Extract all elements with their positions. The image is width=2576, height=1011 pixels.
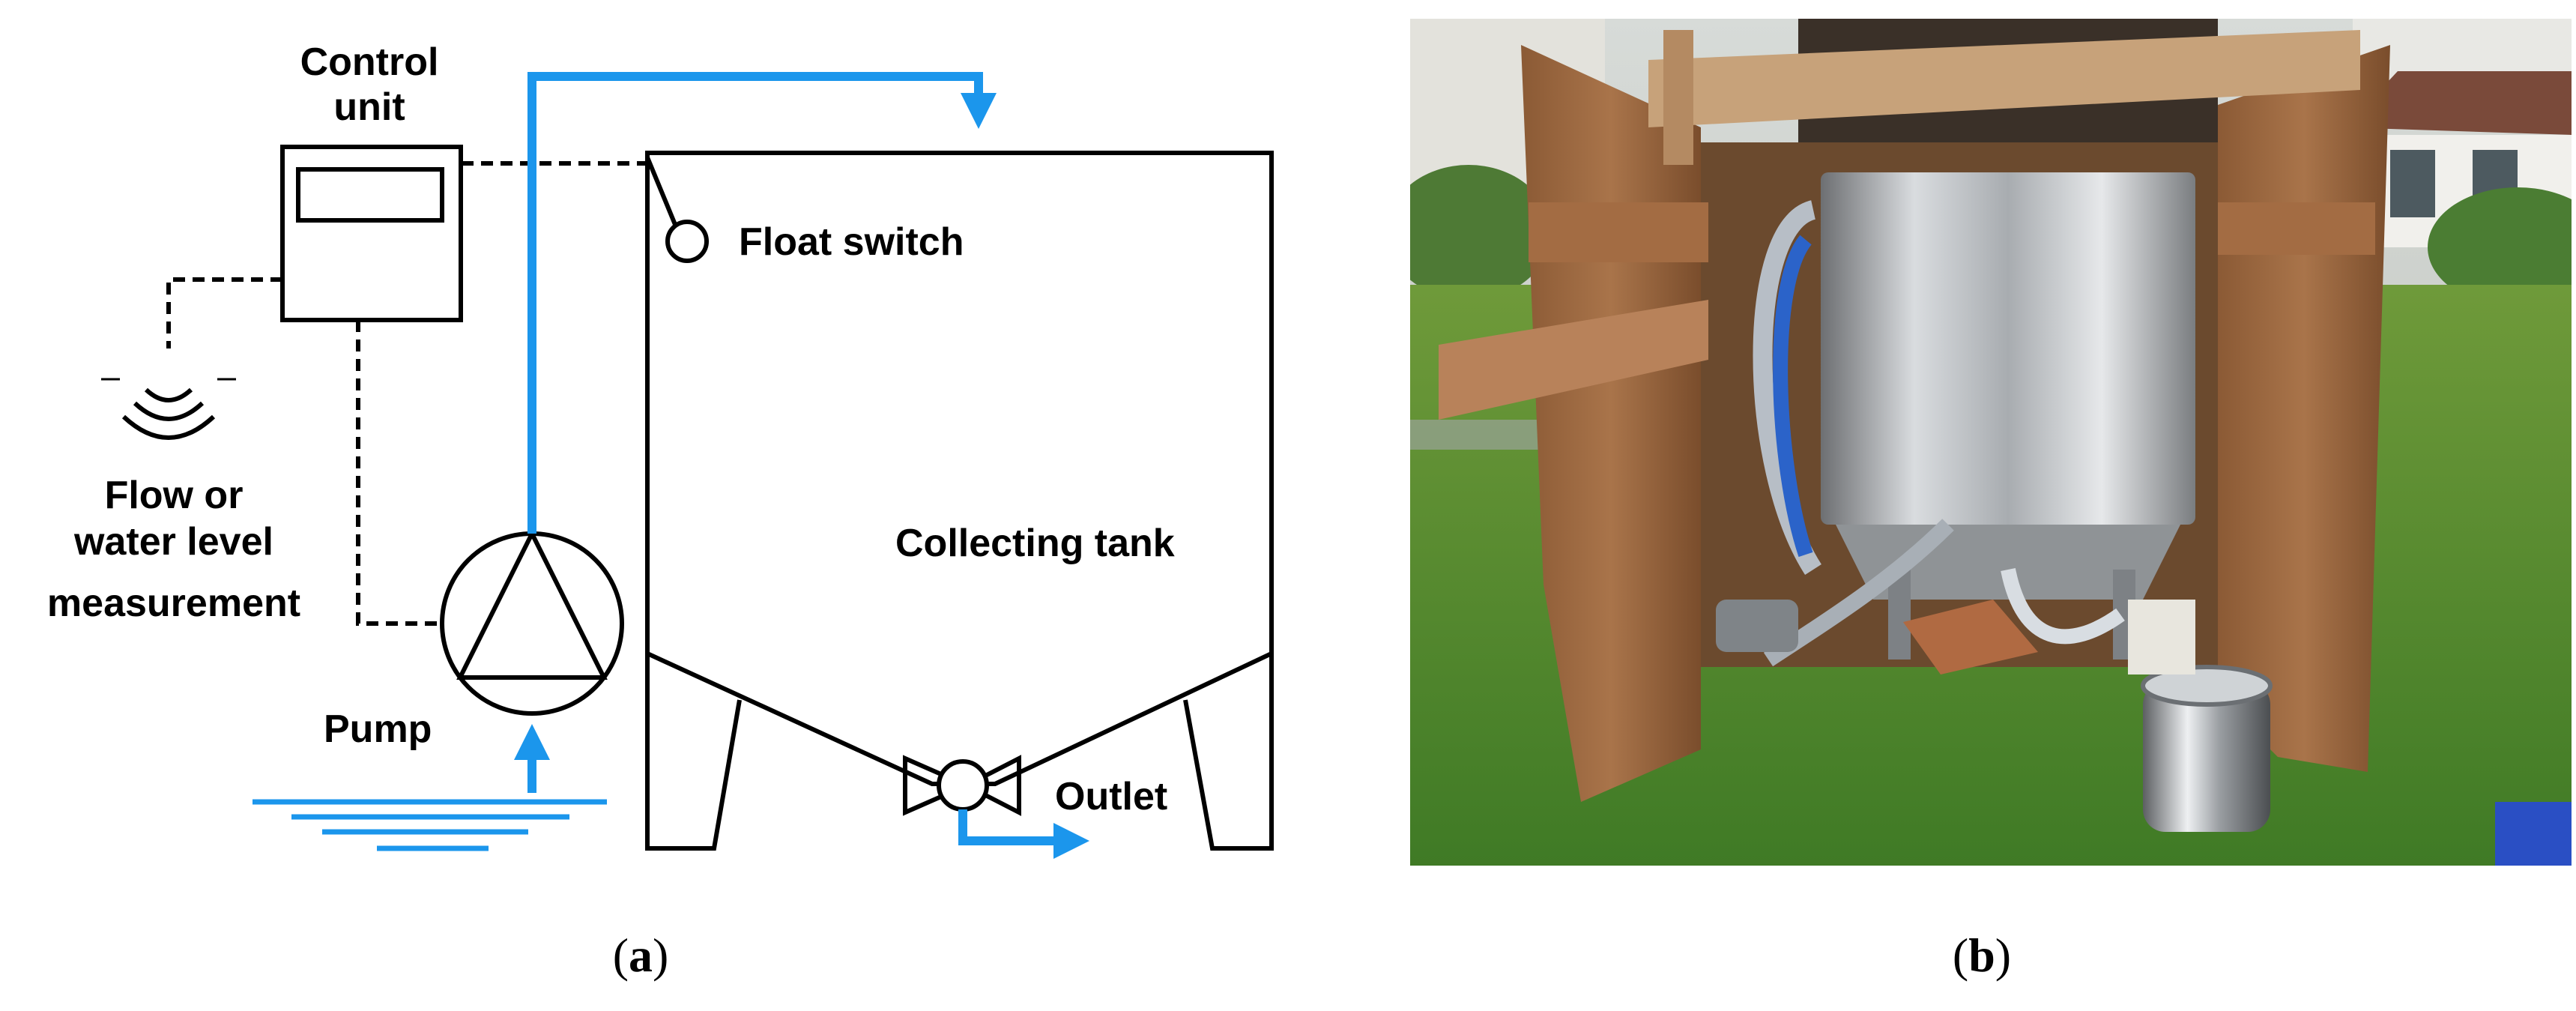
panel-b-photo: (b) [1410, 19, 2572, 982]
label-control-unit-line2: unit [333, 85, 405, 129]
water-lines [514, 72, 1089, 859]
caption-b: (b) [1953, 929, 2011, 982]
signal-line-flow-sensor [166, 277, 282, 348]
label-flow-line2: water level [73, 520, 273, 564]
label-float-switch: Float switch [739, 220, 964, 264]
label-control-unit-line1: Control [300, 40, 439, 84]
label-pump: Pump [324, 707, 432, 751]
label-outlet: Outlet [1055, 775, 1167, 818]
control-unit-display [296, 167, 444, 223]
photo-icon [1410, 19, 2572, 866]
label-collecting-tank: Collecting tank [895, 522, 1175, 565]
water-source-icon [253, 799, 607, 851]
label-flow-line3: measurement [47, 582, 300, 625]
inlet-pipe [527, 72, 997, 534]
tank-leg-left [645, 654, 742, 851]
caption-a: (a) [613, 929, 669, 982]
panel-a-schematic: Control unit Float switch Flow or water … [47, 40, 1274, 982]
tank-leg-right [1183, 654, 1274, 851]
signal-lines [166, 161, 646, 626]
pump-icon [440, 528, 624, 716]
float-switch-icon [645, 156, 709, 263]
outlet-pipe [958, 809, 1089, 859]
valve-icon [903, 755, 1021, 816]
collecting-tank [645, 151, 1274, 851]
label-flow-line1: Flow or [105, 474, 244, 517]
control-unit [280, 145, 463, 322]
signal-line-pump [356, 320, 442, 626]
sensor-waves-icon [101, 378, 236, 440]
